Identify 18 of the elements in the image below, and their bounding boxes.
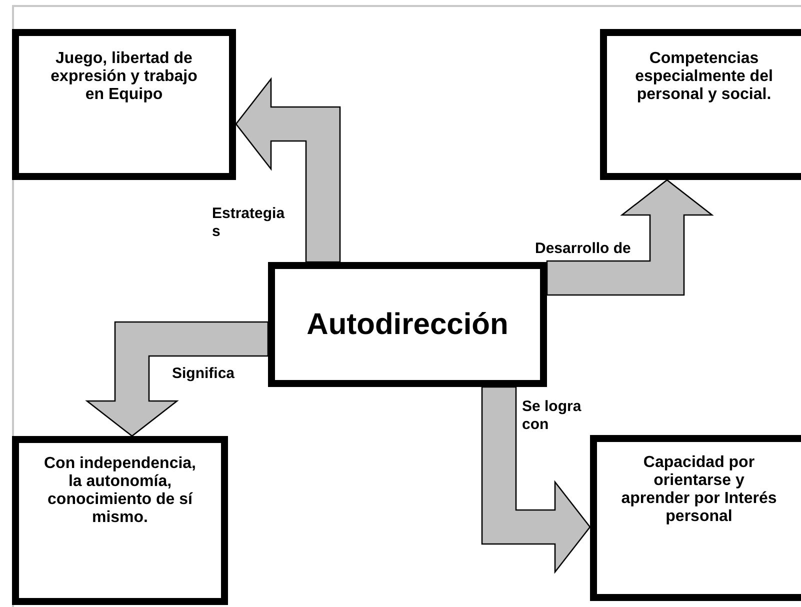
edge-label: Significa	[172, 365, 236, 383]
block-arrow	[235, 77, 341, 263]
node-text: Competencias especialmente del personal y social.	[634, 50, 774, 104]
node-text: Juego, libertad de expresión y trabajo en Equipo	[50, 50, 198, 104]
node-text: Capacidad por orientarse y aprender por Interés personal	[620, 454, 778, 526]
concept-box	[600, 29, 801, 180]
concept-box	[590, 435, 801, 601]
node-text: Con independencia, la autonomía, conocimiento de sí mismo.	[42, 455, 197, 527]
central-concept-box	[268, 262, 547, 387]
edge-label: Se logra con	[522, 398, 582, 434]
node-text: Autodirección	[306, 308, 508, 342]
block-arrow	[85, 321, 269, 437]
block-arrow	[481, 386, 591, 574]
edge-label: Estrategia s	[212, 205, 286, 241]
edge-label: Desarrollo de	[535, 240, 632, 258]
concept-box	[12, 29, 236, 180]
block-arrow	[546, 179, 714, 296]
concept-box	[12, 436, 228, 605]
